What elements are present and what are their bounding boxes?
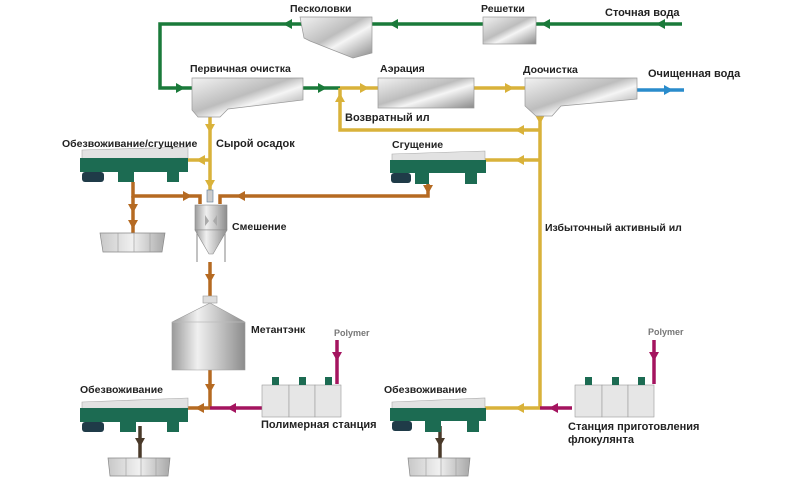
- label-return-sludge: Возвратный ил: [345, 112, 430, 124]
- arrow-markers-activated-sludge: [196, 83, 545, 413]
- arrow-markers-cake: [135, 438, 445, 447]
- label-sewage-water: Сточная вода: [605, 7, 680, 19]
- label-thickening: Сгущение: [392, 139, 444, 151]
- pipe-sludge: [131, 182, 430, 410]
- label-sand-traps: Песколовки: [290, 3, 352, 15]
- digester-tank: [171, 295, 246, 371]
- label-primary-treatment: Первичная очистка: [190, 63, 291, 75]
- label-dewatering-thickening: Обезвоживание/сгущение: [62, 138, 198, 150]
- label-digester: Метантэнк: [251, 324, 306, 336]
- label-mixing: Смешение: [232, 221, 287, 233]
- arrow-markers-wastewater: [176, 19, 665, 93]
- label-excess-activated-sludge: Избыточный активный ил: [545, 222, 682, 234]
- primary-clarifier-unit: [191, 77, 304, 118]
- container-tray: [107, 457, 171, 477]
- sand-traps-unit: [299, 16, 373, 59]
- centrifuge-dewatering-thickening: [80, 146, 189, 182]
- container-tray: [407, 457, 471, 477]
- label-screens: Решетки: [481, 3, 525, 15]
- label-flocculant-station-line2: флокулянта: [568, 434, 634, 446]
- label-post-treatment: Доочистка: [523, 64, 578, 76]
- polymer-station-unit: [261, 377, 342, 418]
- secondary-clarifier-unit: [524, 77, 638, 117]
- centrifuge-thickening: [390, 150, 486, 184]
- mixing-tank: [194, 189, 228, 262]
- arrow-markers-polymer: [227, 352, 659, 413]
- centrifuge-dewatering-left: [80, 397, 189, 432]
- label-polymer-station: Полимерная станция: [261, 419, 377, 431]
- label-aeration: Аэрация: [380, 63, 425, 75]
- label-dewatering-left: Обезвоживание: [80, 384, 163, 396]
- container-tray: [99, 232, 166, 253]
- label-flocculant-station-line1: Станция приготовления: [568, 421, 700, 433]
- label-raw-sludge: Сырой осадок: [216, 138, 295, 150]
- centrifuge-dewatering-right: [390, 397, 486, 432]
- flocculant-station-unit: [574, 377, 655, 418]
- label-polymer-left: Polymer: [334, 328, 370, 338]
- screens-unit: [482, 16, 537, 45]
- pipe-clean-water: [637, 85, 684, 95]
- label-dewatering-right: Обезвоживание: [384, 384, 467, 396]
- arrow-markers-sludge: [128, 185, 433, 413]
- label-clean-water: Очищенная вода: [648, 68, 741, 80]
- aeration-tank-unit: [377, 77, 475, 109]
- label-polymer-right: Polymer: [648, 327, 684, 337]
